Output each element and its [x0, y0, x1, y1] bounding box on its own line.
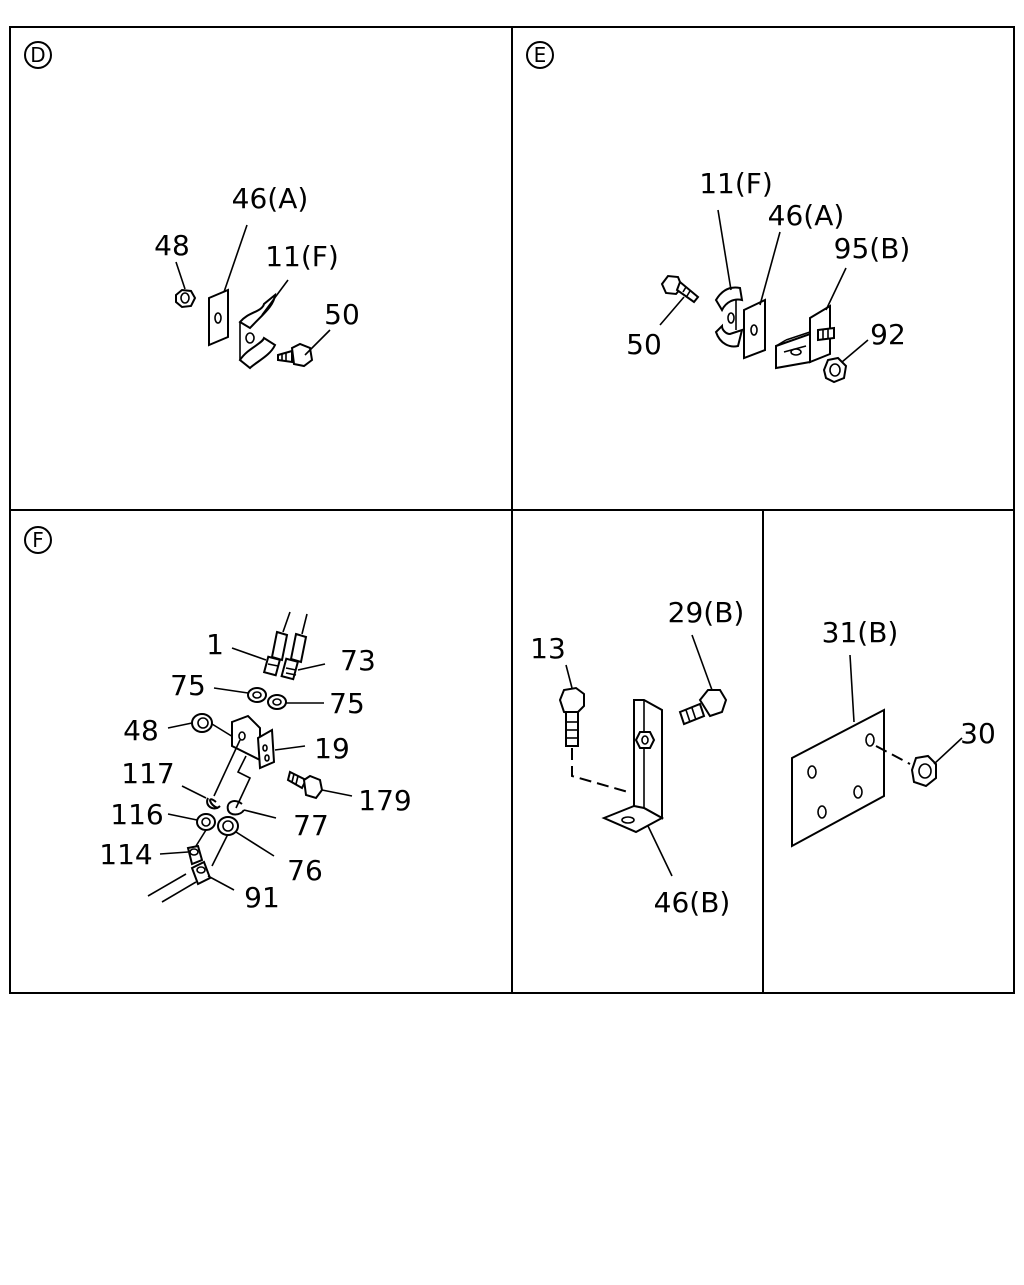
washer-75-left [247, 687, 267, 703]
panel-f: F 1 73 75 75 [24, 526, 412, 914]
washer-116 [196, 813, 216, 831]
label-e-95b: 95(B) [834, 232, 911, 265]
panel-f-marker-text: F [32, 528, 44, 552]
leader-f-73 [297, 663, 326, 671]
bolt-179 [286, 770, 324, 800]
clip-77 [226, 800, 245, 816]
panel-grid [9, 26, 1015, 994]
panel-h: 31(B) 30 [791, 616, 996, 848]
nut-48 [175, 288, 197, 309]
label-f-116: 116 [110, 798, 163, 831]
label-f-114: 114 [99, 838, 152, 871]
bracket-95b [775, 304, 831, 370]
label-h-30: 30 [960, 717, 996, 750]
leader-f-1 [231, 647, 267, 661]
leader-g-13 [565, 664, 573, 689]
clip-11f [714, 286, 744, 348]
leader-d-11f [261, 279, 289, 316]
leader-g-46b [647, 825, 673, 877]
bolt-50 [660, 274, 700, 304]
label-f-19: 19 [314, 732, 350, 765]
label-f-75a: 75 [170, 669, 206, 702]
brake-pipes-bottom [147, 739, 252, 903]
label-e-46a: 46(A) [768, 199, 845, 232]
leader-g-29b [691, 634, 713, 691]
washer-75-right [267, 694, 287, 710]
clip-117 [206, 797, 221, 810]
label-e-92: 92 [870, 318, 906, 351]
label-g-29b: 29(B) [668, 596, 745, 629]
stud-95b [817, 326, 835, 342]
leader-f-48 [167, 722, 193, 729]
label-f-77: 77 [293, 809, 329, 842]
plate-46a [743, 298, 766, 360]
label-g-13: 13 [530, 632, 566, 665]
leader-d-50 [304, 329, 331, 356]
leader-e-50 [659, 296, 685, 326]
bracket-46b [601, 699, 665, 834]
label-f-48: 48 [123, 714, 159, 747]
nut-30 [910, 754, 937, 788]
leader-d-46a [223, 224, 248, 293]
leader-f-114 [159, 851, 189, 855]
label-d-50: 50 [324, 298, 360, 331]
leader-f-76 [235, 831, 275, 857]
fitting-91 [190, 860, 212, 886]
nut-76 [217, 816, 239, 836]
brake-pipes-top [262, 611, 308, 681]
plate-31b [791, 708, 885, 848]
leader-f-19 [274, 745, 306, 751]
label-f-73: 73 [340, 644, 376, 677]
leader-f-179 [321, 789, 353, 797]
leader-f-116 [167, 813, 198, 821]
bolt-29b [678, 689, 728, 726]
label-e-11f: 11(F) [699, 167, 773, 200]
leader-e-46a [759, 231, 781, 306]
label-f-76: 76 [287, 854, 323, 887]
connector-19 [231, 714, 276, 770]
bolt-13-axis [571, 748, 629, 793]
label-g-46b: 46(B) [654, 886, 731, 919]
panel-f-marker: F [24, 526, 52, 554]
leader-f-117 [181, 785, 207, 799]
leader-f-75a [213, 687, 249, 694]
nut-30-axis [875, 745, 911, 765]
bolt-13 [558, 686, 585, 747]
leader-e-95b [825, 267, 847, 311]
panel-g: 13 46(B) 29(B) [530, 596, 744, 919]
panel-e-marker-text: E [534, 43, 547, 67]
leader-h-30 [933, 737, 963, 765]
label-d-48: 48 [154, 229, 190, 262]
label-f-117: 117 [121, 757, 174, 790]
label-f-179: 179 [358, 784, 411, 817]
panel-d: D 48 46(A) 11(F) [24, 41, 360, 370]
label-f-75b: 75 [329, 687, 365, 720]
nut-48 [191, 713, 213, 733]
leader-f-91 [207, 875, 235, 891]
clip-11f [238, 292, 277, 370]
leader-f-77 [243, 809, 277, 819]
label-f-91: 91 [244, 881, 280, 914]
label-e-50: 50 [626, 328, 662, 361]
leader-h-31b [849, 654, 855, 723]
nut-92 [822, 356, 848, 384]
bolt-50 [277, 342, 314, 368]
leader-d-48 [175, 261, 186, 290]
panel-d-marker: D [24, 41, 52, 69]
panel-e: E 50 11(F) 46(A) [526, 41, 911, 384]
label-f-1: 1 [206, 628, 224, 661]
label-d-11f: 11(F) [265, 240, 339, 273]
fitting-114 [186, 844, 204, 866]
leader-e-92 [841, 339, 869, 363]
weld-nut-46b [634, 731, 656, 749]
label-h-31b: 31(B) [822, 616, 899, 649]
label-d-46a: 46(A) [232, 182, 309, 215]
leader-e-11f [717, 209, 732, 291]
panel-e-marker: E [526, 41, 554, 69]
plate-46a [208, 288, 229, 347]
panel-d-marker-text: D [30, 43, 45, 67]
